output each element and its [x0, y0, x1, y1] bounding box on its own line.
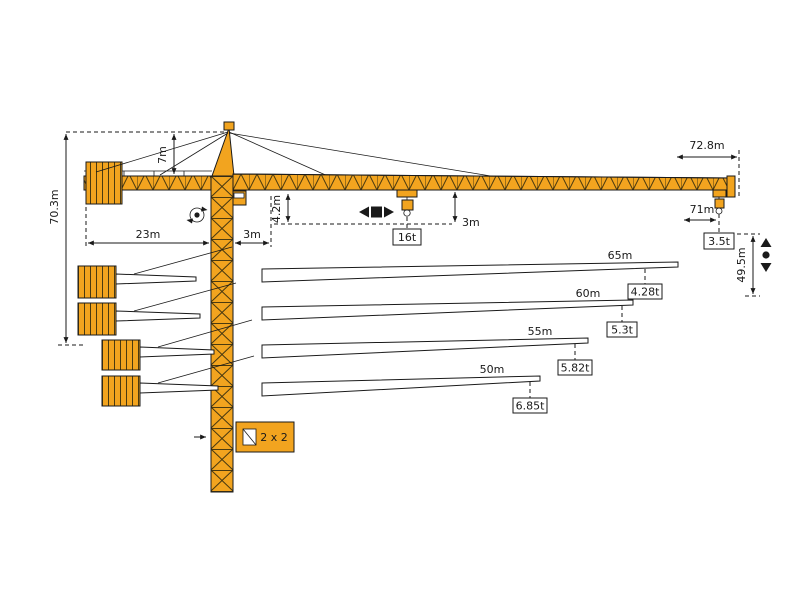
dim-hook-block: 4.2m — [270, 194, 452, 225]
hook-travel-icon — [760, 238, 772, 272]
dim-trolley-clearance: 3m — [452, 192, 480, 229]
jib-profile-60m — [261, 299, 634, 321]
hook-block-label: 4.2m — [270, 195, 283, 223]
jib-length-label-50m: 50m — [480, 363, 505, 376]
tower-mast — [210, 175, 234, 493]
max-load-callout: 16t — [392, 217, 422, 246]
tip-load-box-60m — [606, 321, 638, 338]
tip-radius-label: 71m — [690, 203, 715, 216]
hook-height-label: 49.5m — [735, 247, 748, 282]
dim-max-reach: 72.8m — [677, 139, 740, 196]
counterweight-option-3 — [101, 319, 253, 371]
tip-load-label-50m: 6.85t — [516, 400, 545, 413]
jib-length-label-55m: 55m — [528, 325, 553, 338]
jib-option-65m: 65m 4.28t — [261, 249, 679, 300]
dim-head-height: 7m — [156, 134, 177, 174]
jib-option-60m: 60m 5.3t — [261, 287, 638, 338]
pendant-lines — [95, 131, 516, 181]
counter-radius-label: 23m — [136, 228, 161, 241]
trolley-travel-icon — [359, 206, 394, 218]
total-height-label: 70.3m — [48, 189, 61, 224]
jib-tip-hook — [712, 189, 727, 233]
trolley-and-hook — [396, 189, 418, 217]
head-height-label: 7m — [156, 146, 169, 164]
tip-load-label: 3.5t — [708, 235, 730, 248]
max-reach-label: 72.8m — [689, 139, 724, 152]
max-load-label: 16t — [398, 231, 417, 244]
tower-head — [211, 121, 235, 177]
mast-section-label: 2 x 2 — [260, 431, 288, 444]
jib-option-55m: 55m 5.82t — [261, 325, 593, 376]
tip-load-label-65m: 4.28t — [631, 286, 660, 299]
counterweight-option-2 — [77, 282, 237, 336]
tip-load-label-60m: 5.3t — [611, 324, 633, 337]
trolley-clearance-label: 3m — [462, 216, 480, 229]
tip-load-box-65m — [627, 283, 663, 300]
slewing-icon — [186, 206, 208, 224]
jib-profile-65m — [261, 261, 679, 283]
tip-load-box — [703, 232, 735, 250]
main-jib — [232, 173, 736, 198]
jib-tip-piece — [726, 175, 736, 198]
tip-load-label-55m: 5.82t — [561, 362, 590, 375]
min-radius-label: 3m — [243, 228, 261, 241]
jib-length-label-65m: 65m — [608, 249, 633, 262]
dim-min-radius: 3m — [235, 196, 272, 247]
jib-profile-55m — [261, 337, 589, 359]
tip-load-box-50m — [512, 397, 548, 414]
jib-profile-50m — [261, 375, 541, 397]
tip-load-callout: 3.5t — [703, 232, 735, 250]
tip-load-box-55m — [557, 359, 593, 376]
mast-section-callout: 2 x 2 — [194, 421, 295, 453]
dim-counter-radius: 23m — [85, 207, 209, 247]
dim-tip-radius: 71m — [684, 203, 716, 223]
max-load-box — [392, 228, 422, 246]
operator-cab — [231, 190, 247, 206]
counterweight-stack — [85, 161, 123, 205]
dim-hook-height: 49.5m — [735, 233, 760, 297]
counterweight-option-1 — [77, 246, 233, 299]
counterweight-option-4 — [101, 355, 255, 407]
jib-length-label-60m: 60m — [576, 287, 601, 300]
dim-total-height: 70.3m — [48, 131, 224, 346]
jib-option-50m: 50m 6.85t — [261, 363, 548, 414]
